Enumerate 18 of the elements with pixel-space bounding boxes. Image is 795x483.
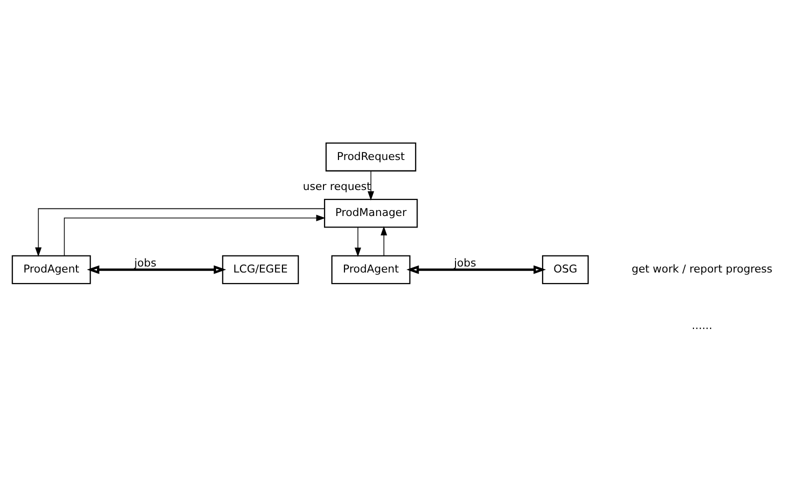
node-box: OSG bbox=[542, 255, 589, 284]
label: get work / report progress bbox=[632, 262, 772, 276]
node-box: ProdAgent bbox=[12, 255, 91, 284]
node-box: ProdAgent bbox=[331, 255, 410, 284]
arrow bbox=[35, 208, 325, 257]
node-box: ProdRequest bbox=[326, 142, 416, 172]
arrow bbox=[86, 265, 226, 274]
node-box: ProdManager bbox=[324, 198, 418, 228]
arrow bbox=[406, 265, 546, 274]
arrow bbox=[368, 170, 374, 201]
label: ...... bbox=[692, 318, 712, 332]
arrow bbox=[380, 226, 388, 256]
arrow bbox=[64, 214, 326, 256]
edge-label: jobs bbox=[134, 256, 156, 270]
edge-label: jobs bbox=[454, 256, 476, 270]
edge-label: user request bbox=[302, 180, 371, 193]
arrow bbox=[354, 226, 362, 257]
node-box: LCG/EGEE bbox=[222, 255, 299, 284]
